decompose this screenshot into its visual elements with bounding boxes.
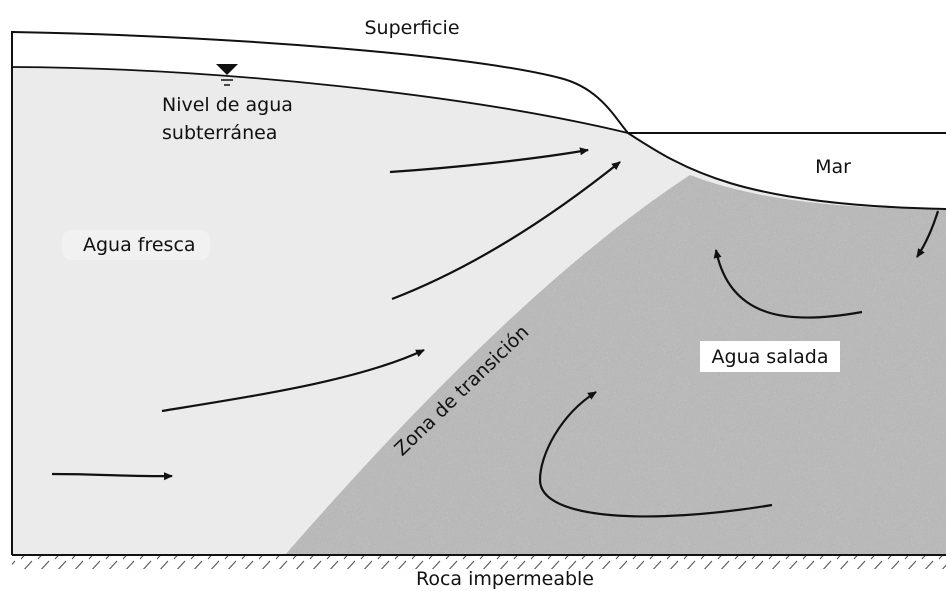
salt-water-label: Agua salada: [712, 346, 829, 368]
bedrock-hatching: [12, 556, 946, 569]
sea-label: Mar: [815, 156, 851, 178]
bedrock-label: Roca impermeable: [416, 568, 594, 590]
flow-arrow: [161, 349, 425, 413]
flow-arrow: [389, 147, 589, 174]
water-table-label-line1: Nivel de agua: [162, 94, 293, 116]
fresh-water-label-bg: [62, 230, 210, 260]
salt-water-label-bg: [700, 341, 840, 372]
flow-arrow: [391, 161, 621, 301]
seabed-line: [627, 132, 946, 210]
flow-arrow: [538, 391, 773, 518]
flow-arrow: [51, 472, 173, 481]
salt-water-grain: [285, 175, 946, 555]
flow-arrows: [51, 147, 940, 518]
flow-arrow: [713, 249, 863, 319]
flow-arrow: [916, 210, 940, 258]
transition-zone-dots: [60, 133, 760, 555]
water-table-label-line2: subterránea: [162, 122, 277, 144]
ground-surface-line: [11, 30, 946, 555]
inverted-triangle-water-table-icon: [216, 64, 238, 86]
water-table-line: [11, 66, 629, 134]
fresh-water-label: Agua fresca: [83, 234, 196, 256]
surface-label: Superficie: [364, 17, 459, 39]
